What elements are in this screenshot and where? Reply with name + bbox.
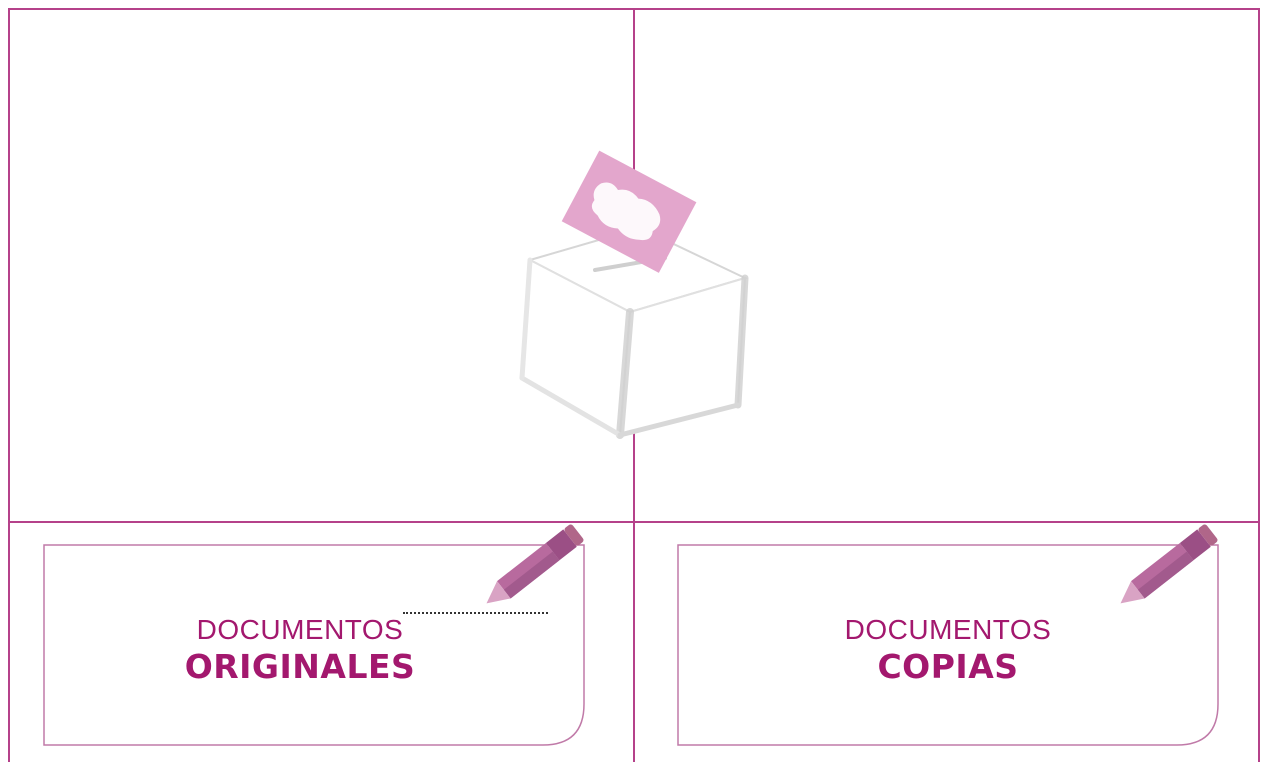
- label-card-copias: DOCUMENTOS COPIAS: [677, 524, 1219, 746]
- label-title: DOCUMENTOS COPIAS: [677, 614, 1219, 686]
- pencil-icon: [486, 524, 584, 604]
- signature-dotted-line: [403, 612, 548, 616]
- label-line-1: DOCUMENTOS: [196, 614, 404, 645]
- label-card-originales: DOCUMENTOS ORIGINALES: [43, 524, 585, 746]
- label-line-2: ORIGINALES: [184, 647, 416, 686]
- frame-right-line: [1258, 8, 1260, 762]
- fold-horizontal-line: [8, 521, 1259, 523]
- frame-left-line: [8, 8, 10, 762]
- label-frame: [43, 544, 585, 746]
- pencil-icon: [1120, 524, 1218, 604]
- ballot-box-icon: [519, 150, 749, 439]
- label-line-2: COPIAS: [877, 647, 1019, 686]
- label-title: DOCUMENTOS ORIGINALES: [29, 614, 571, 686]
- label-line-1: DOCUMENTOS: [844, 614, 1052, 645]
- label-frame: [677, 544, 1219, 746]
